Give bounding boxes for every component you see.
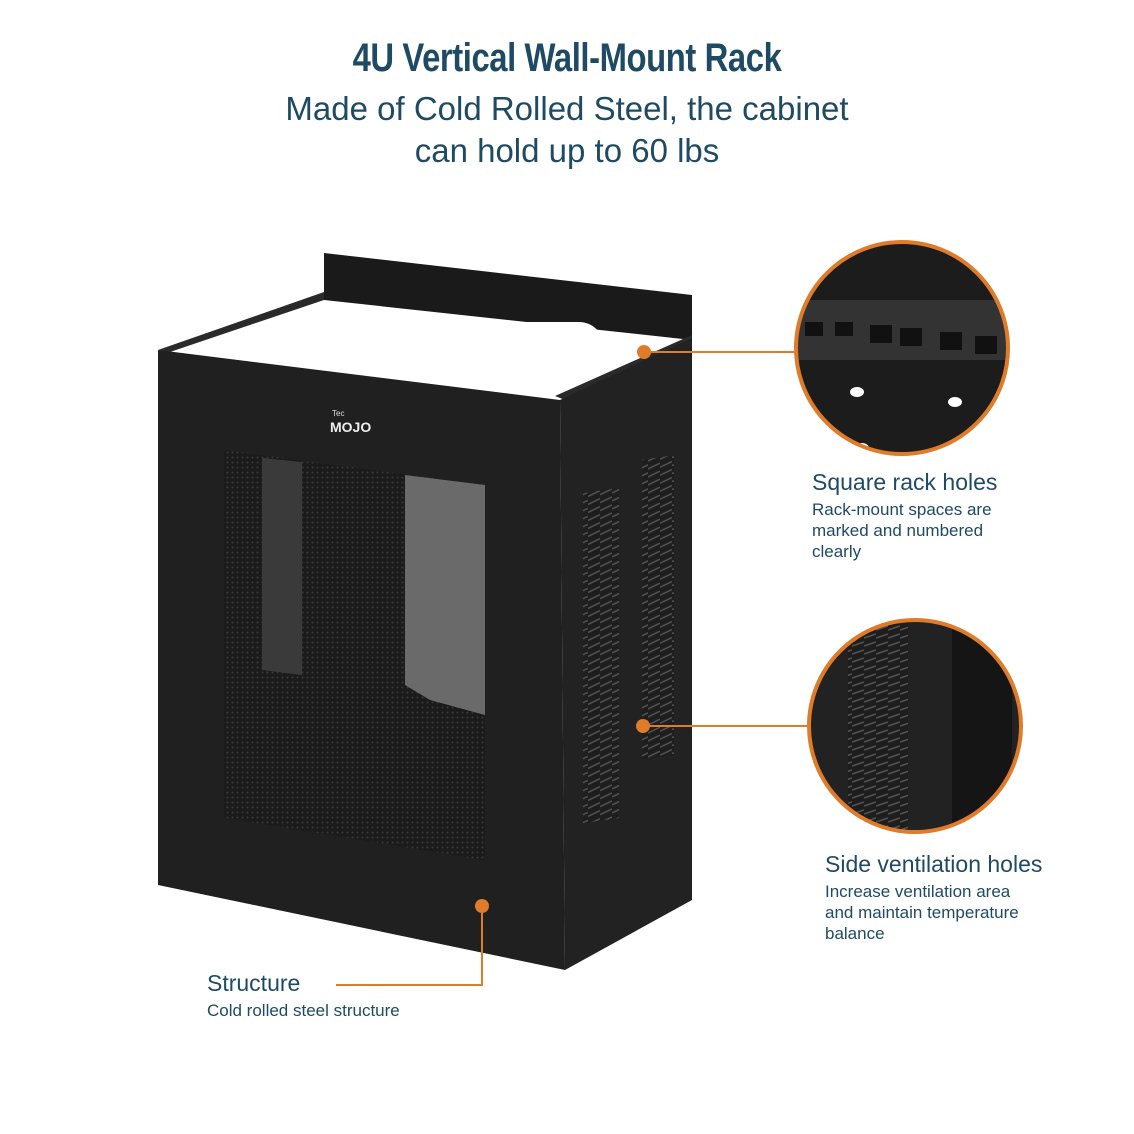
page-title: 4U Vertical Wall-Mount Rack <box>352 36 782 80</box>
desc-line: clearly <box>812 542 862 561</box>
feature-desc-rack-holes: Rack-mount spaces are marked and numbere… <box>812 499 992 562</box>
feature-title-structure: Structure <box>207 970 301 996</box>
feature-desc-ventilation: Increase ventilation area and maintain t… <box>825 881 1019 944</box>
subtitle-line-2: can hold up to 60 lbs <box>414 132 720 169</box>
rack-holes-detail <box>796 242 1008 454</box>
svg-text:Tec: Tec <box>332 409 344 418</box>
desc-line: marked and numbered <box>812 521 984 540</box>
wall-mount-plate: ✚ <box>324 253 692 372</box>
desc-line: and maintain temperature <box>825 903 1019 922</box>
desc-line: balance <box>825 924 885 943</box>
desc-line: Increase ventilation area <box>825 882 1011 901</box>
feature-title-rack-holes: Square rack holes <box>812 469 998 495</box>
svg-text:✚: ✚ <box>345 302 367 332</box>
desc-line: Rack-mount spaces are <box>812 500 992 519</box>
feature-desc-structure: Cold rolled steel structure <box>207 1000 400 1021</box>
logo: MOJO <box>330 419 371 435</box>
feature-title-ventilation: Side ventilation holes <box>825 851 1043 877</box>
ventilation-detail <box>809 620 1021 832</box>
subtitle-line-1: Made of Cold Rolled Steel, the cabinet <box>285 90 849 127</box>
desc-line: Cold rolled steel structure <box>207 1001 400 1020</box>
